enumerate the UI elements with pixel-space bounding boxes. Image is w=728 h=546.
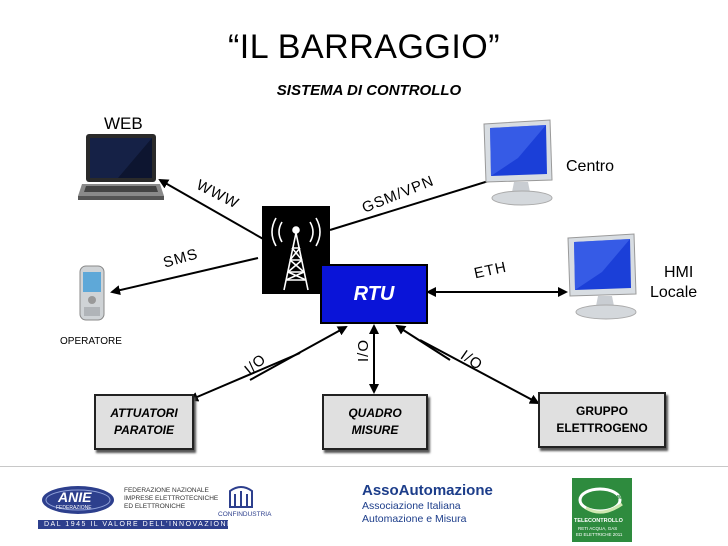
laptop-icon	[78, 134, 164, 200]
footer-divider	[0, 466, 728, 467]
anie-text: FEDERAZIONE NAZIONALE IMPRESE ELETTROTEC…	[124, 487, 218, 511]
anie-logo-icon	[42, 486, 114, 514]
rtu-box: RTU	[320, 264, 428, 324]
anie-text-line1: FEDERAZIONE NAZIONALE	[124, 487, 209, 494]
anie-logo-sub: FEDERAZIONE	[56, 505, 92, 511]
arrow-centro	[329, 172, 510, 231]
page-subtitle: SISTEMA DI CONTROLLO	[276, 82, 462, 99]
arrow-operatore	[110, 257, 259, 296]
asso-line1: Associazione Italiana	[362, 500, 461, 512]
forum-name: TELECONTROLLO	[574, 518, 623, 524]
centro-label: Centro	[566, 158, 615, 175]
hmi-label-2: Locale	[650, 284, 698, 301]
anie-strip: DAL 1945 IL VALORE DELL'INNOVAZIONE	[38, 520, 232, 529]
asso-title: AssoAutomazione	[362, 482, 493, 499]
forum-sub2: ED ELETTRICHE 2011	[576, 532, 623, 537]
forum-logo: FORUM TELECONTROLLO RETI ACQUA, GAS ED E…	[572, 478, 632, 542]
box-gruppo-line2: ELETTROGENO	[556, 421, 648, 435]
arrow-web	[158, 179, 266, 241]
operatore-label: OPERATORE	[60, 336, 122, 347]
forum-logo-icon	[578, 487, 623, 514]
box-attuatori-line1: ATTUATORI	[110, 406, 178, 420]
arrow-gruppo-down	[419, 339, 540, 404]
box-attuatori-line2: PARATOIE	[113, 423, 174, 437]
arrow-attuatori-down	[188, 352, 301, 402]
asso-line2: Automazione e Misura	[362, 513, 467, 525]
anie-text-line2: IMPRESE ELETTROTECNICHE	[124, 495, 219, 502]
antenna-tower-icon	[262, 206, 330, 294]
box-gruppo-line1: GRUPPO	[575, 404, 628, 418]
hmi-label-1: HMI	[664, 264, 694, 281]
box-quadro-line2: MISURE	[351, 423, 399, 437]
confindustria-text: CONFINDUSTRIA	[218, 511, 272, 518]
forum-top: FORUM	[604, 495, 623, 501]
phone-icon	[79, 265, 105, 321]
confindustria-logo-icon	[229, 486, 253, 508]
monitor-hmi-icon	[567, 233, 637, 320]
box-attuatori: ATTUATORI PARATOIE	[94, 394, 194, 450]
page-title: “IL BARRAGGIO”	[227, 28, 501, 66]
link-label-io-mid: I/O	[355, 338, 373, 363]
web-label: WEB	[104, 114, 143, 133]
anie-logo-text: ANIE	[58, 489, 92, 505]
monitor-centro-icon	[483, 119, 553, 206]
forum-sub1: RETI ACQUA, GAS	[578, 526, 618, 531]
box-gruppo: GRUPPO ELETTROGENO	[538, 392, 666, 448]
box-quadro-line1: QUADRO	[348, 406, 402, 420]
box-quadro: QUADRO MISURE	[322, 394, 428, 450]
anie-text-line3: ED ELETTRONICHE	[124, 503, 186, 510]
